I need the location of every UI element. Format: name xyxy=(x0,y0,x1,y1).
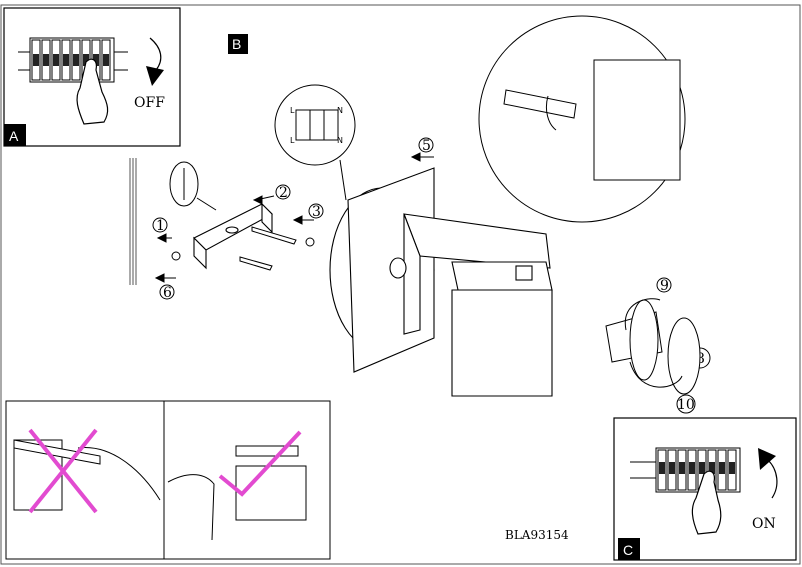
step-8-label: 8 xyxy=(696,351,705,367)
off-arrow-head-icon xyxy=(146,66,164,86)
hand-icon xyxy=(76,58,109,125)
panel-b-badge xyxy=(228,34,248,54)
step-3-label: 3 xyxy=(312,204,321,220)
outer-frame xyxy=(0,4,801,565)
panel-c: ON C xyxy=(613,417,797,561)
step-10-label: 10 xyxy=(677,397,695,413)
hand-icon-c xyxy=(691,470,722,535)
panel-a: OFF A xyxy=(3,7,181,147)
right-mark xyxy=(218,430,302,497)
panel-c-label: C xyxy=(623,542,633,558)
off-label: OFF xyxy=(134,95,165,111)
step-6-label: 6 xyxy=(163,285,172,301)
panel-c-badge xyxy=(618,538,640,560)
screws xyxy=(171,226,315,271)
wall xyxy=(129,158,137,285)
drill-detail xyxy=(169,161,217,211)
step-2-label: 2 xyxy=(279,185,288,201)
off-arrow-icon xyxy=(149,37,162,71)
gu10-bulb xyxy=(605,298,701,395)
breaker-row-c xyxy=(630,447,741,493)
wrong-mark-b xyxy=(28,428,98,514)
step-1-label: 1 xyxy=(156,218,165,234)
right-example xyxy=(163,400,331,560)
on-label: ON xyxy=(752,516,776,532)
on-arrow-head-icon xyxy=(758,448,776,470)
direction-arrows xyxy=(154,152,434,283)
wrong-example xyxy=(5,400,165,560)
panel-a-badge xyxy=(4,124,26,146)
terminal-n-top: N xyxy=(337,106,343,115)
step-9-label: 9 xyxy=(660,278,669,294)
step-5-label: 5 xyxy=(422,138,431,154)
terminal-n-bottom: N xyxy=(337,136,343,145)
terminal-detail: L N L N xyxy=(274,84,356,201)
panel-b-label: B xyxy=(232,36,241,52)
mounting-bracket xyxy=(193,202,273,270)
bulb-detail xyxy=(478,15,686,223)
terminal-l-top: L xyxy=(290,106,295,115)
terminal-l-bottom: L xyxy=(290,136,295,145)
panel-a-label: A xyxy=(9,128,19,144)
model-code: BLA93154 xyxy=(505,528,569,542)
breaker-row-a xyxy=(18,37,128,83)
on-arrow-icon xyxy=(767,459,778,499)
wall-lamp xyxy=(329,167,553,397)
